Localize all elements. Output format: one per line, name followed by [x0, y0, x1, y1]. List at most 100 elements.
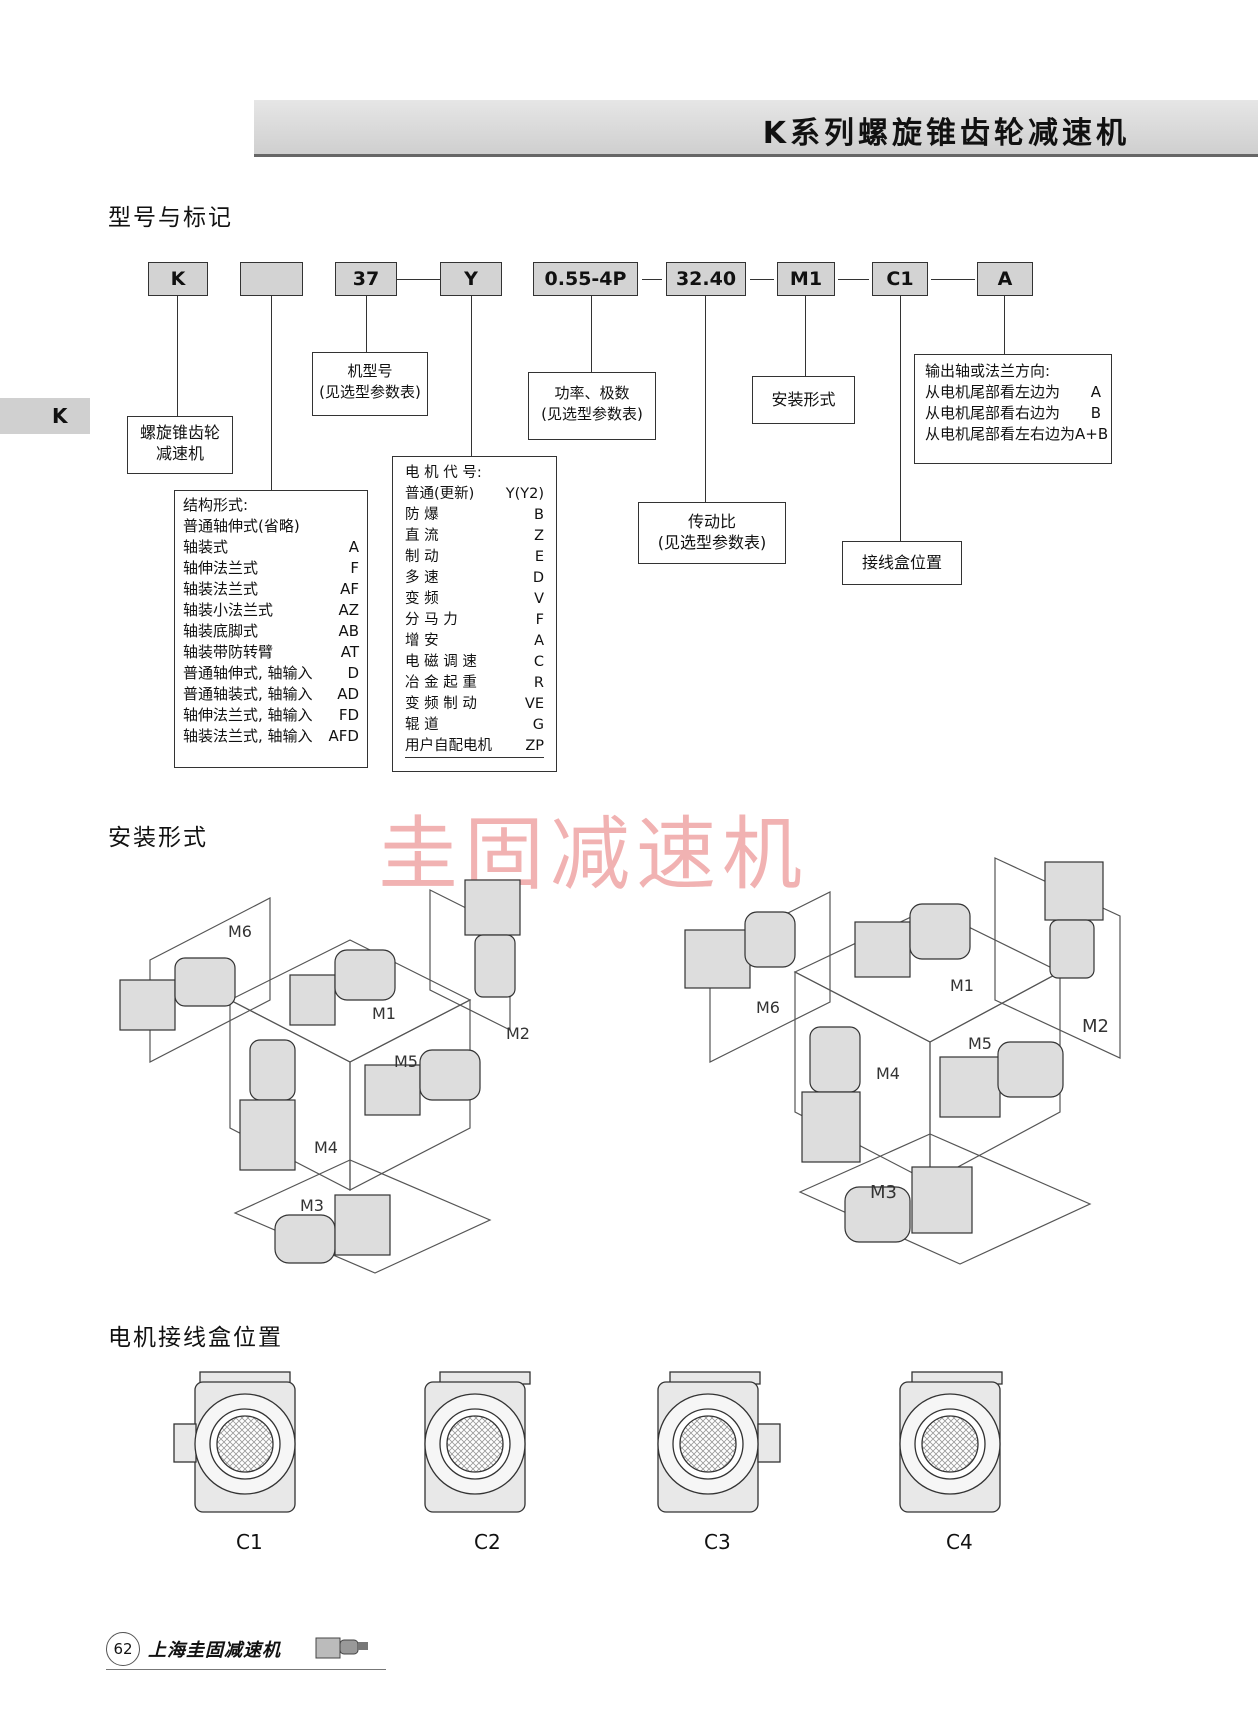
terminal-label-c3: C3: [704, 1530, 731, 1554]
direction-row: 从电机尾部看左边为 A: [925, 382, 1101, 403]
structure-row-code: AF: [340, 580, 359, 598]
structure-row: 轴装小法兰式 AZ: [183, 600, 359, 621]
mount-label-m1: M1: [372, 1004, 396, 1023]
motor-row-label: 辊 道: [405, 717, 439, 733]
motor-row-code: Z: [534, 528, 544, 544]
ratio-desc: 传动比 (见选型参数表): [638, 502, 786, 564]
leader: [177, 296, 178, 416]
structure-row-label: 轴伸法兰式: [183, 559, 259, 577]
motor-row-label: 用户自配电机: [405, 738, 492, 754]
power-desc-line: (见选型参数表): [541, 405, 643, 423]
motor-row-code: A: [534, 633, 544, 649]
terminal-drawing-c1: [173, 1371, 296, 1513]
motor-row-code: Y(Y2): [505, 486, 544, 502]
mount-label-m1-r: M1: [950, 976, 974, 995]
direction-row-label: 从电机尾部看左边为: [925, 383, 1061, 401]
structure-row-label: 普通轴伸式(省略): [183, 517, 300, 535]
page-number: 62: [106, 1632, 140, 1666]
footer-company: 上海圭固减速机: [148, 1640, 281, 1661]
mount-label-m4: M4: [314, 1138, 338, 1157]
footer-rule: [106, 1669, 386, 1670]
header-bar: [254, 100, 1258, 157]
mount-label-m3-r: M3: [870, 1182, 897, 1203]
structure-row: 轴伸法兰式 F: [183, 558, 359, 579]
code-ratio: 32.40: [666, 262, 746, 296]
motor-row-code: V: [534, 591, 544, 607]
side-tab-label: K: [52, 404, 68, 428]
motor-title: 电 机 代 号:: [405, 465, 482, 481]
terminal-label-c1: C1: [236, 1530, 263, 1554]
section-title-terminal: 电机接线盒位置: [108, 1325, 283, 1351]
structure-row-code: F: [350, 559, 359, 577]
structure-row: 普通轴伸式(省略): [183, 516, 359, 537]
terminal-label-c2: C2: [474, 1530, 501, 1554]
ratio-desc-line: 传动比: [687, 512, 736, 531]
structure-row-label: 轴装带防转臂: [183, 643, 274, 661]
connector: [838, 279, 869, 280]
motor-row-label: 普通(更新): [405, 486, 475, 502]
size-desc: 机型号 (见选型参数表): [312, 352, 428, 416]
side-tab: K: [0, 398, 90, 434]
structure-row-label: 轴伸法兰式, 轴输入: [183, 706, 313, 724]
leader: [271, 296, 272, 490]
structure-row-code: AT: [340, 643, 359, 661]
code-power: 0.55-4P: [533, 262, 638, 296]
page-title: K系列螺旋锥齿轮减速机: [762, 116, 1130, 151]
connector: [642, 279, 662, 280]
mount-label-m4-r: M4: [876, 1064, 900, 1083]
mount-label-m2-r: M2: [1082, 1016, 1109, 1037]
motor-row-label: 变 频: [405, 591, 439, 607]
leader: [471, 296, 472, 456]
mounting-diagram-right: [684, 857, 1121, 1265]
motor-row-code: C: [533, 654, 544, 670]
motor-row-code: D: [532, 570, 544, 586]
terminal-drawing-c2: [424, 1371, 531, 1513]
motor-row-label: 变 频 制 动: [405, 696, 477, 712]
motor-row-code: VE: [524, 696, 544, 712]
size-desc-line: (见选型参数表): [319, 383, 421, 401]
code-mounting: M1: [777, 262, 835, 296]
direction-row-label: 从电机尾部看右边为: [925, 404, 1061, 422]
structure-row-code: AB: [338, 622, 359, 640]
mount-label-m2: M2: [506, 1024, 530, 1043]
structure-row-code: AZ: [338, 601, 359, 619]
structure-row-code: D: [347, 664, 359, 682]
section-title-model: 型号与标记: [108, 205, 233, 231]
leader: [1004, 296, 1005, 354]
structure-row-code: FD: [338, 706, 359, 724]
series-desc-line: 螺旋锥齿轮: [139, 423, 220, 442]
code-motor: Y: [440, 262, 502, 296]
direction-row-code: B: [1090, 404, 1101, 422]
connector: [397, 279, 440, 280]
motor-row-code: B: [534, 507, 544, 523]
mounting-desc: 安装形式: [752, 376, 855, 424]
structure-title: 结构形式:: [183, 496, 249, 514]
structure-row-label: 轴装式: [183, 538, 229, 556]
code-series: K: [148, 262, 208, 296]
structure-row-code: AD: [337, 685, 359, 703]
code-direction: A: [977, 262, 1033, 296]
leader: [591, 296, 592, 372]
direction-row-code: A: [1090, 383, 1101, 401]
leader: [366, 296, 367, 352]
structure-row-label: 轴装小法兰式: [183, 601, 274, 619]
motor-row-code: E: [534, 549, 544, 565]
motor-row-code: F: [535, 612, 544, 628]
motor-row-label: 冶 金 起 重: [405, 675, 477, 691]
mounting-desc-line: 安装形式: [771, 390, 836, 409]
motor-row-label: 防 爆: [405, 507, 439, 523]
power-desc: 功率、极数 (见选型参数表): [528, 372, 656, 440]
